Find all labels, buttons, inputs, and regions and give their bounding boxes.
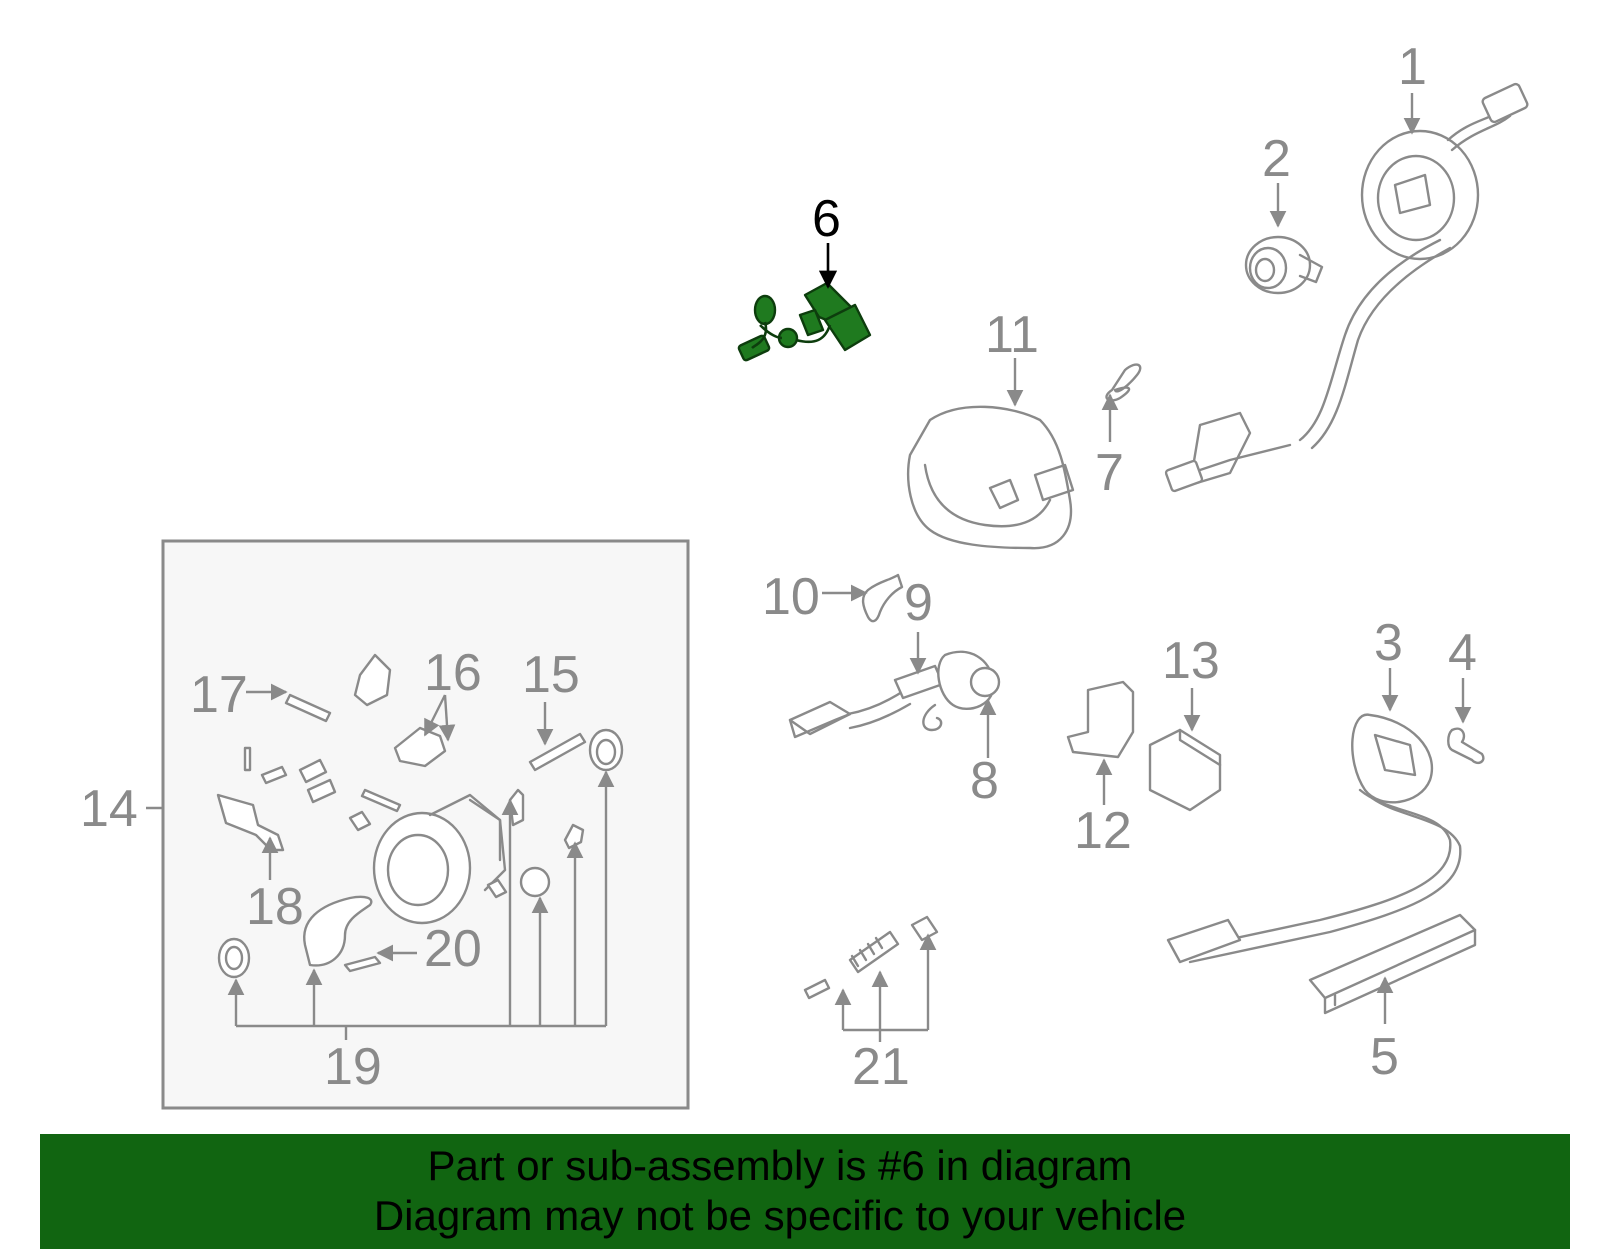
callout-13[interactable]: 13	[1162, 632, 1220, 690]
callout-7[interactable]: 7	[1095, 444, 1124, 502]
part-9-lever[interactable]	[788, 650, 1001, 739]
part-7-clip[interactable]	[1105, 363, 1142, 402]
callout-17[interactable]: 17	[190, 666, 248, 724]
callout-10[interactable]: 10	[762, 568, 820, 626]
part-11-column-cover[interactable]	[907, 405, 1075, 550]
part-16-clip[interactable]	[393, 726, 447, 768]
part-21-hardware[interactable]	[803, 915, 939, 1000]
part-3-lever-bracket[interactable]	[1166, 713, 1462, 964]
part-2-bearing[interactable]	[1244, 235, 1324, 295]
callout-16[interactable]: 16	[424, 644, 482, 702]
callout-9[interactable]: 9	[904, 574, 933, 632]
leader-16b	[438, 694, 456, 742]
callout-15[interactable]: 15	[522, 646, 580, 704]
callout-5[interactable]: 5	[1370, 1028, 1399, 1086]
callout-12[interactable]: 12	[1074, 802, 1132, 860]
callout-14[interactable]: 14	[80, 780, 138, 838]
callout-1[interactable]: 1	[1398, 38, 1427, 96]
callout-11[interactable]: 11	[985, 306, 1039, 364]
part-5-cover[interactable]	[1308, 913, 1477, 1015]
part-15-pin-ring[interactable]	[528, 728, 624, 772]
leader-21	[834, 933, 937, 1042]
part-13-cap[interactable]	[1148, 728, 1222, 812]
callout-8[interactable]: 8	[970, 752, 999, 810]
part-10-bracket[interactable]	[861, 573, 904, 623]
leader-19	[227, 770, 615, 1040]
part-6-switch[interactable]	[737, 281, 872, 362]
callout-19[interactable]: 19	[324, 1038, 382, 1096]
part-4-clip[interactable]	[1447, 727, 1485, 765]
leader-16a	[423, 694, 447, 737]
part-12-bracket[interactable]	[1066, 680, 1135, 759]
callout-2[interactable]: 2	[1262, 130, 1291, 188]
banner-part-message: Part or sub-assembly is #6 in diagram	[427, 1142, 1133, 1189]
part-17-pin[interactable]	[284, 653, 392, 723]
callout-20[interactable]: 20	[424, 920, 482, 978]
info-banner: Part or sub-assembly is #6 in diagram Di…	[40, 1134, 1570, 1249]
callout-4[interactable]: 4	[1448, 624, 1477, 682]
callout-18[interactable]: 18	[246, 878, 304, 936]
callout-6[interactable]: 6	[812, 190, 841, 248]
banner-disclaimer: Diagram may not be specific to your vehi…	[373, 1192, 1187, 1239]
callout-21[interactable]: 21	[852, 1038, 910, 1096]
part-1-clock-spring[interactable]	[1164, 82, 1529, 493]
callout-3[interactable]: 3	[1374, 614, 1403, 672]
